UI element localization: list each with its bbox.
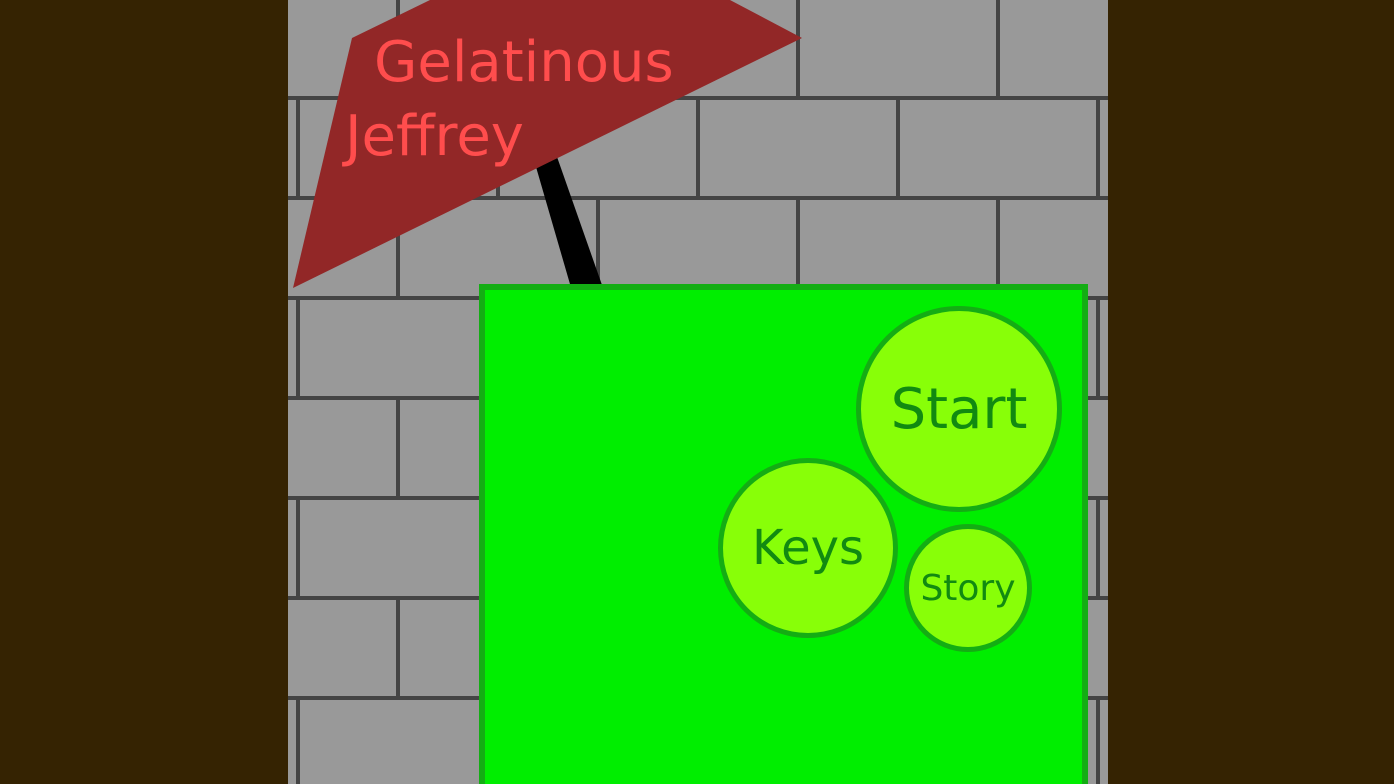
start-button[interactable]: Start xyxy=(856,306,1062,512)
start-button-label: Start xyxy=(890,376,1028,442)
game-title-line-1: Gelatinous xyxy=(374,30,674,95)
keys-button-label: Keys xyxy=(751,520,865,576)
title-banner xyxy=(293,0,802,288)
game-title-line-2: Jeffrey xyxy=(345,104,524,169)
story-button-label: Story xyxy=(920,567,1016,609)
story-button[interactable]: Story xyxy=(904,524,1032,652)
keys-button[interactable]: Keys xyxy=(718,458,898,638)
flag-pole xyxy=(534,154,602,291)
